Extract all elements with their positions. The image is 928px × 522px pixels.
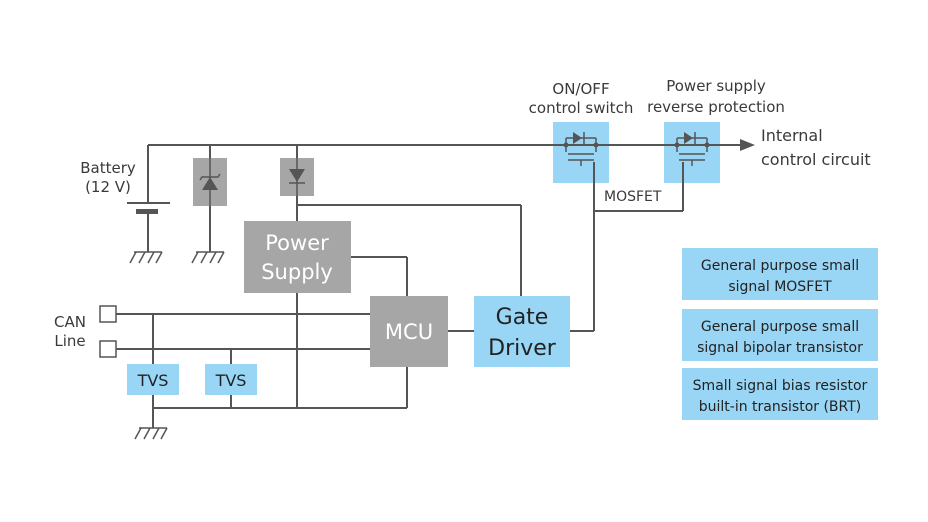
ground-icon	[129, 251, 163, 264]
zener-diode-icon	[199, 158, 221, 206]
battery-voltage-label: (12 V)	[85, 178, 131, 196]
legend-item-2-label: General purpose small	[701, 319, 859, 335]
legend-item-1	[682, 248, 878, 300]
reverse-sub-label: reverse protection	[647, 98, 785, 116]
gate-driver-label: Gate	[496, 305, 549, 330]
legend-item-3-label: Small signal bias resistor	[693, 378, 868, 394]
onoff-switch-highlight	[553, 122, 609, 183]
tvs2-label: TVS	[215, 371, 247, 390]
battery-label: Battery	[80, 159, 136, 177]
legend-item-3	[682, 368, 878, 420]
can-terminal-1	[99, 305, 117, 323]
onoff-mosfet-icon	[563, 132, 599, 166]
reverse-mosfet-icon	[674, 132, 710, 166]
reverse-protection-highlight	[664, 122, 720, 183]
power-supply-block	[244, 221, 351, 293]
tvs1-block	[127, 364, 179, 395]
legend-item-1-label: General purpose small	[701, 258, 859, 274]
mcu-block	[370, 296, 448, 367]
diode-icon	[289, 158, 305, 196]
mcu-label: MCU	[385, 320, 433, 344]
internal-label: Internal	[761, 126, 823, 145]
gate-driver-sub-label: Driver	[488, 336, 557, 361]
gate-driver-block	[474, 296, 570, 367]
rail-arrow-icon	[740, 139, 755, 151]
onoff-label: ON/OFF	[552, 80, 609, 98]
can-label: CAN	[54, 313, 86, 331]
tvs1-label: TVS	[137, 371, 169, 390]
legend-item-3-sub-label: built-in transistor (BRT)	[699, 399, 862, 415]
tvs2-block	[205, 364, 257, 395]
mosfet-label: MOSFET	[604, 189, 662, 205]
legend-item-2-sub-label: signal bipolar transistor	[697, 340, 863, 356]
onoff-sub-label: control switch	[529, 99, 634, 117]
ground-icon	[191, 251, 225, 264]
reverse-label: Power supply	[666, 77, 766, 95]
can-line-label: Line	[54, 332, 85, 350]
battery-icon	[136, 209, 158, 214]
power-supply-sub-label: Supply	[261, 260, 333, 284]
legend-item-2	[682, 309, 878, 361]
legend-item-1-sub-label: signal MOSFET	[728, 279, 832, 295]
power-supply-label: Power	[265, 231, 329, 255]
can-terminal-2	[99, 340, 117, 358]
ground-icon	[134, 427, 168, 440]
internal-sub-label: control circuit	[761, 150, 871, 169]
